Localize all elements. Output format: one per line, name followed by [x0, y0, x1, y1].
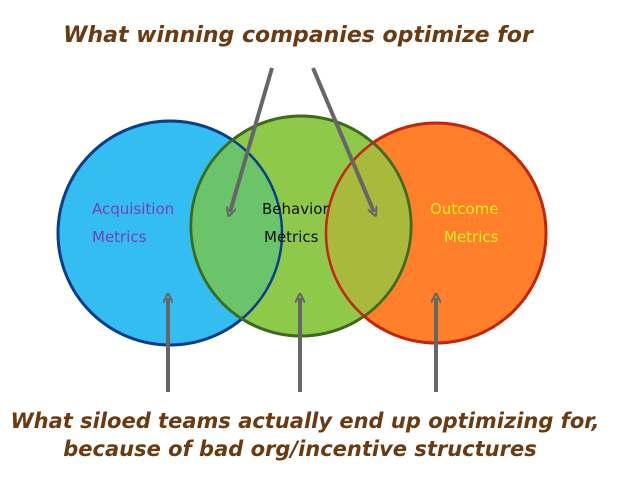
- behavior-label-line1: Behavior: [262, 200, 329, 218]
- outcome-label-line2: Metrics: [444, 228, 499, 246]
- overlap-acquisition-behavior: [191, 121, 282, 336]
- acquisition-label-line2: Metrics: [92, 228, 147, 246]
- arrow-top-left: [230, 67, 274, 212]
- bottom-caption-line1: What siloed teams actually end up optimi…: [11, 409, 600, 433]
- bottom-caption-line2: because of bad org/incentive structures: [63, 437, 536, 461]
- top-caption: What winning companies optimize for: [63, 23, 534, 48]
- arrow-top-right: [311, 67, 374, 212]
- acquisition-label-line1: Acquisition: [92, 200, 174, 218]
- outcome-label-line1: Outcome: [430, 200, 498, 218]
- behavior-label-line2: Metrics: [264, 228, 319, 246]
